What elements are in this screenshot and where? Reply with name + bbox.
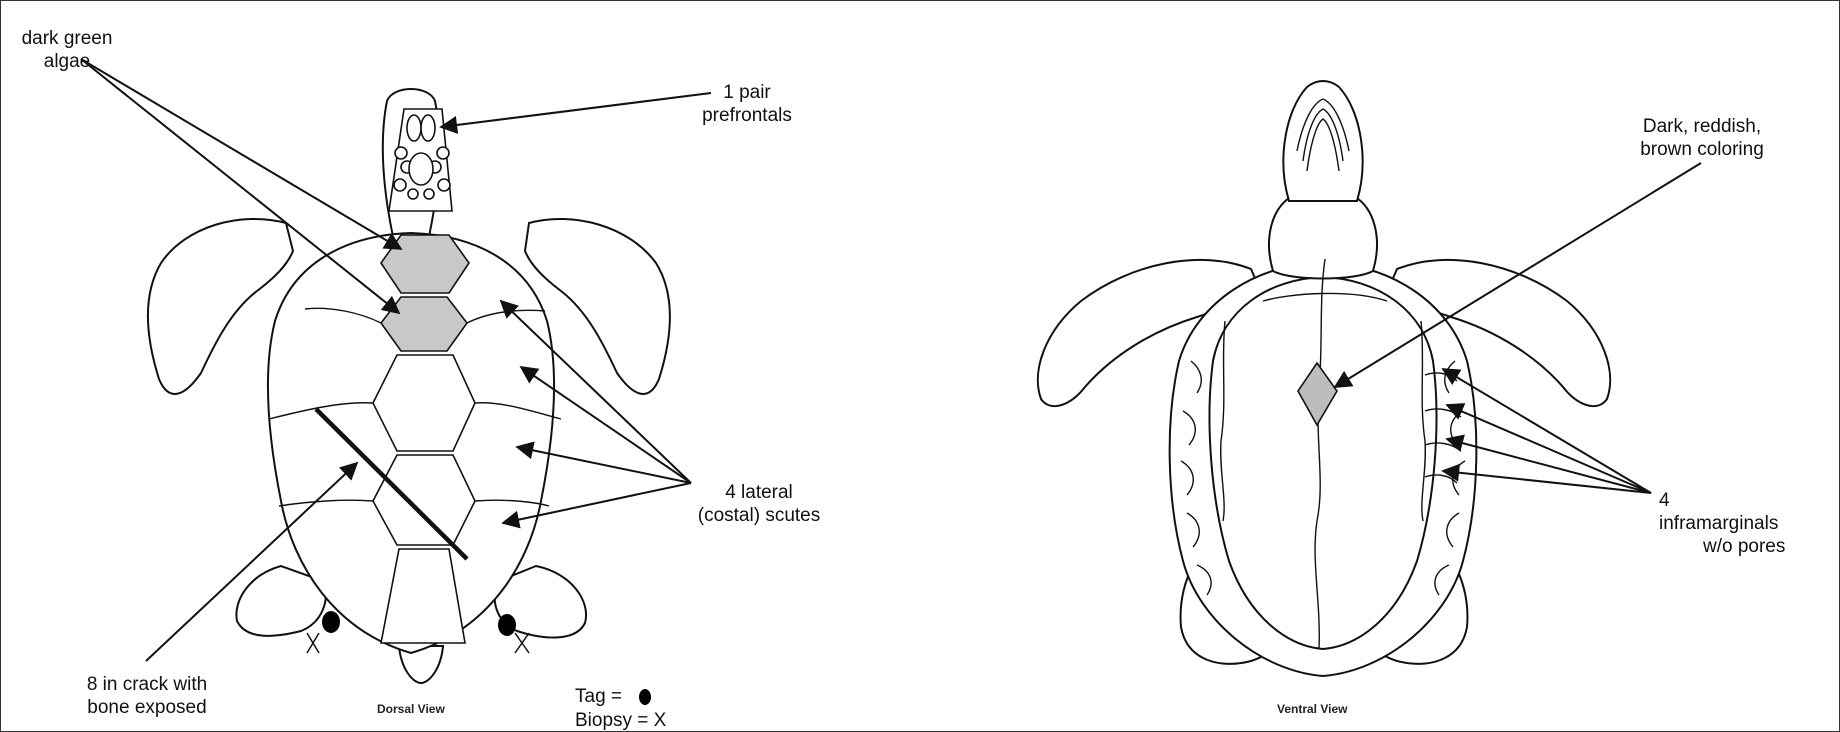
- inframarginals-label-line2: inframarginals: [1659, 512, 1785, 535]
- prefrontals-label: 1 pair prefrontals: [677, 81, 817, 127]
- inframarginals-label-line3: w/o pores: [1659, 535, 1785, 558]
- arrow-icon: [1335, 163, 1701, 387]
- inframarginals-label-line1: 4: [1659, 489, 1785, 512]
- biopsy-x-icon: [307, 633, 319, 653]
- coloring-label-line2: brown coloring: [1607, 138, 1797, 161]
- algae-label: dark green algae: [21, 27, 113, 73]
- prefrontals-label-line1: 1 pair: [677, 81, 817, 104]
- legend-biopsy-label: Biopsy = X: [575, 709, 666, 732]
- crack-label-line2: bone exposed: [67, 696, 227, 719]
- lateral-scutes-label: 4 lateral (costal) scutes: [679, 481, 839, 527]
- lateral-scutes-label-line1: 4 lateral: [679, 481, 839, 504]
- legend-tag-label: Tag =: [575, 685, 622, 708]
- lateral-scutes-label-line2: (costal) scutes: [679, 504, 839, 527]
- algae-label-line2: algae: [21, 50, 113, 73]
- dorsal-view-caption: Dorsal View: [377, 702, 445, 716]
- ventral-view-caption: Ventral View: [1277, 702, 1347, 716]
- algae-label-line1: dark green: [21, 27, 113, 50]
- biopsy-x-icon: [515, 633, 529, 653]
- arrow-icon: [1447, 439, 1651, 493]
- ventral-plastron: [1210, 277, 1437, 649]
- ventral-neck: [1269, 197, 1377, 279]
- coloring-label-line1: Dark, reddish,: [1607, 115, 1797, 138]
- arrow-icon: [441, 93, 711, 127]
- crack-label: 8 in crack with bone exposed: [67, 673, 227, 719]
- prefrontals-label-line2: prefrontals: [677, 104, 817, 127]
- coloring-label: Dark, reddish, brown coloring: [1607, 115, 1797, 161]
- tag-dot-icon: [639, 689, 651, 705]
- crack-label-line1: 8 in crack with: [67, 673, 227, 696]
- tag-dot-icon: [322, 611, 340, 633]
- tag-dot-icon: [498, 614, 516, 636]
- arrow-icon: [1447, 405, 1651, 493]
- inframarginals-label: 4 inframarginals w/o pores: [1659, 489, 1785, 558]
